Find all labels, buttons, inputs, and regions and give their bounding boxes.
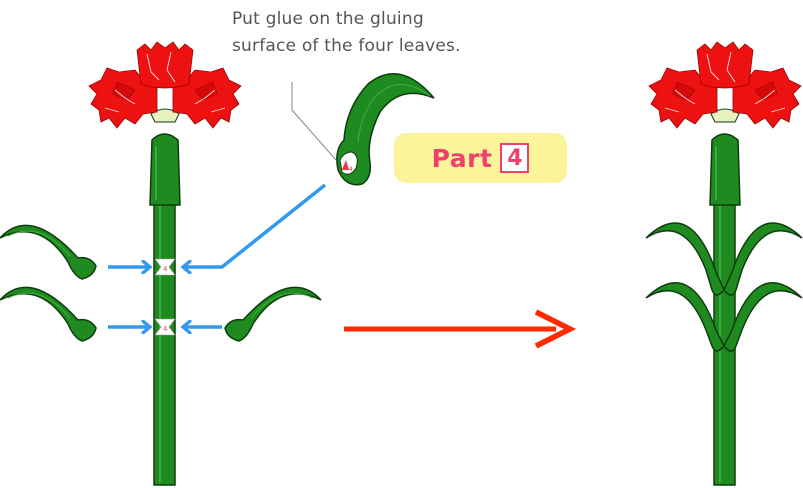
calyx — [709, 133, 741, 206]
calyx — [149, 133, 181, 206]
carnation-after — [645, 41, 803, 486]
instruction-line-2: surface of the four leaves. — [232, 36, 461, 56]
stem — [153, 189, 176, 486]
carnation-flower-icon — [648, 41, 802, 129]
part-badge: Part 4 — [394, 133, 567, 183]
carnation-flower-icon — [88, 41, 242, 129]
glue-mark-upper: 4 — [154, 258, 176, 276]
leaf-icon — [645, 282, 725, 352]
arrow-right-icon — [344, 309, 577, 349]
leaf-icon — [224, 286, 322, 342]
instruction-text: Put glue on the gluing surface of the fo… — [232, 6, 542, 60]
arrow-left-icon — [183, 183, 327, 267]
carnation-before: 4 4 — [88, 41, 242, 486]
leaf-icon — [723, 222, 803, 296]
part-label: Part — [431, 143, 493, 173]
svg-text:4: 4 — [349, 166, 353, 173]
leaf-icon — [645, 222, 725, 296]
svg-text:4: 4 — [163, 325, 168, 333]
svg-text:4: 4 — [163, 265, 168, 273]
leaf-detail-callout: 4 — [291, 73, 435, 186]
leaf-icon — [0, 286, 97, 342]
part-number: 4 — [500, 143, 530, 173]
leaf-icon — [0, 224, 97, 280]
glue-mark-lower: 4 — [154, 318, 176, 336]
instruction-line-1: Put glue on the gluing — [232, 9, 424, 29]
leaf-icon — [723, 282, 803, 352]
